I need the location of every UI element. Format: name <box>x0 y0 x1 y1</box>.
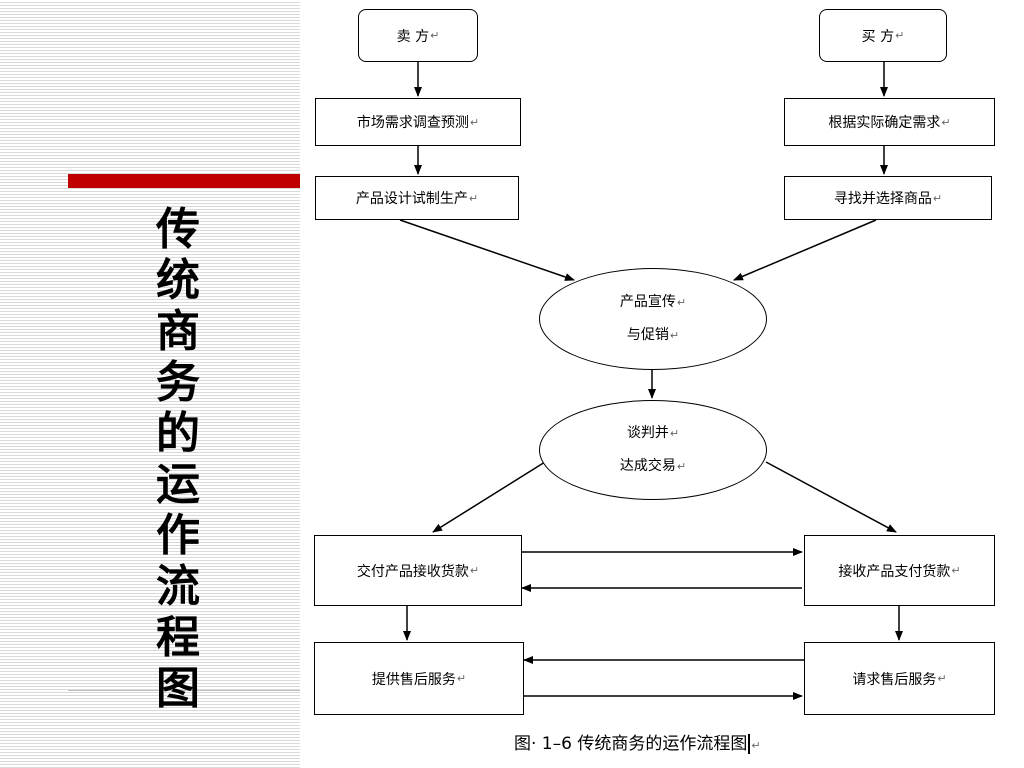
paragraph-mark: ↵ <box>456 672 467 685</box>
promotion-label-line2: 与促销 <box>626 327 669 343</box>
paragraph-mark: ↵ <box>469 564 480 577</box>
product-design-label: 产品设计试制生产 <box>355 191 468 207</box>
paragraph-mark: ↵ <box>468 191 479 205</box>
negotiate-label-line1: 谈判并 <box>626 425 669 441</box>
request-service-label: 请求售后服务 <box>852 671 937 688</box>
buyer-node: 买 方↵ <box>819 9 947 62</box>
product-design-node: 产品设计试制生产↵ <box>315 176 519 220</box>
request-service-node: 请求售后服务↵ <box>804 642 995 715</box>
arrow-design-to-promotion <box>399 219 575 281</box>
promotion-label-line1: 产品宣传 <box>619 294 676 310</box>
arrow-negotiate-to-receive <box>765 461 897 533</box>
arrow-negotiate-to-deliver <box>432 461 546 533</box>
paragraph-mark: ↵ <box>676 296 687 309</box>
paragraph-mark: ↵ <box>751 739 761 752</box>
deliver-receive-payment-label: 交付产品接收货款 <box>356 563 469 580</box>
paragraph-mark: ↵ <box>941 115 951 129</box>
buyer-label: 买 方 <box>861 28 895 45</box>
paragraph-mark: ↵ <box>895 29 905 42</box>
paragraph-mark: ↵ <box>932 191 943 205</box>
negotiate-label-line2: 达成交易 <box>619 458 676 474</box>
market-research-label: 市场需求调查预测 <box>356 115 469 131</box>
flowchart-connectors <box>399 62 903 700</box>
paragraph-mark: ↵ <box>676 460 687 473</box>
market-research-node: 市场需求调查预测↵ <box>315 98 521 146</box>
provide-service-label: 提供售后服务 <box>371 671 456 688</box>
paragraph-mark: ↵ <box>430 29 440 42</box>
determine-demand-label: 根据实际确定需求 <box>828 115 941 131</box>
seller-label: 卖 方 <box>396 28 430 45</box>
title-accent-bar <box>68 174 300 188</box>
provide-service-node: 提供售后服务↵ <box>314 642 524 715</box>
promotion-node: 产品宣传↵ 与促销↵ <box>539 268 767 370</box>
sidebar-divider <box>68 690 300 691</box>
slide-title: 传统商务的运作流程图 <box>156 204 200 714</box>
find-product-label: 寻找并选择商品 <box>833 191 932 207</box>
paragraph-mark: ↵ <box>951 564 961 577</box>
striped-sidebar-background <box>0 0 300 768</box>
figure-caption-text: 图· 1–6 传统商务的运作流程图 <box>514 734 748 754</box>
paragraph-mark: ↵ <box>937 672 947 685</box>
arrow-find-to-promotion <box>733 219 877 281</box>
seller-node: 卖 方↵ <box>358 9 478 62</box>
receive-pay-label: 接收产品支付货款 <box>838 563 951 580</box>
figure-caption: 图· 1–6 传统商务的运作流程图↵ <box>514 729 761 754</box>
deliver-receive-payment-node: 交付产品接收货款↵ <box>314 535 522 606</box>
negotiate-node: 谈判并↵ 达成交易↵ <box>539 400 767 500</box>
paragraph-mark: ↵ <box>669 427 680 440</box>
paragraph-mark: ↵ <box>669 329 680 342</box>
find-product-node: 寻找并选择商品↵ <box>784 176 992 220</box>
determine-demand-node: 根据实际确定需求↵ <box>784 98 995 146</box>
paragraph-mark: ↵ <box>469 115 480 129</box>
flowchart: 卖 方↵ 买 方↵ 市场需求调查预测↵ 根据实际确定需求↵ 产品设计试制生产↵ … <box>300 0 1024 768</box>
text-cursor <box>748 734 751 754</box>
receive-pay-node: 接收产品支付货款↵ <box>804 535 995 606</box>
